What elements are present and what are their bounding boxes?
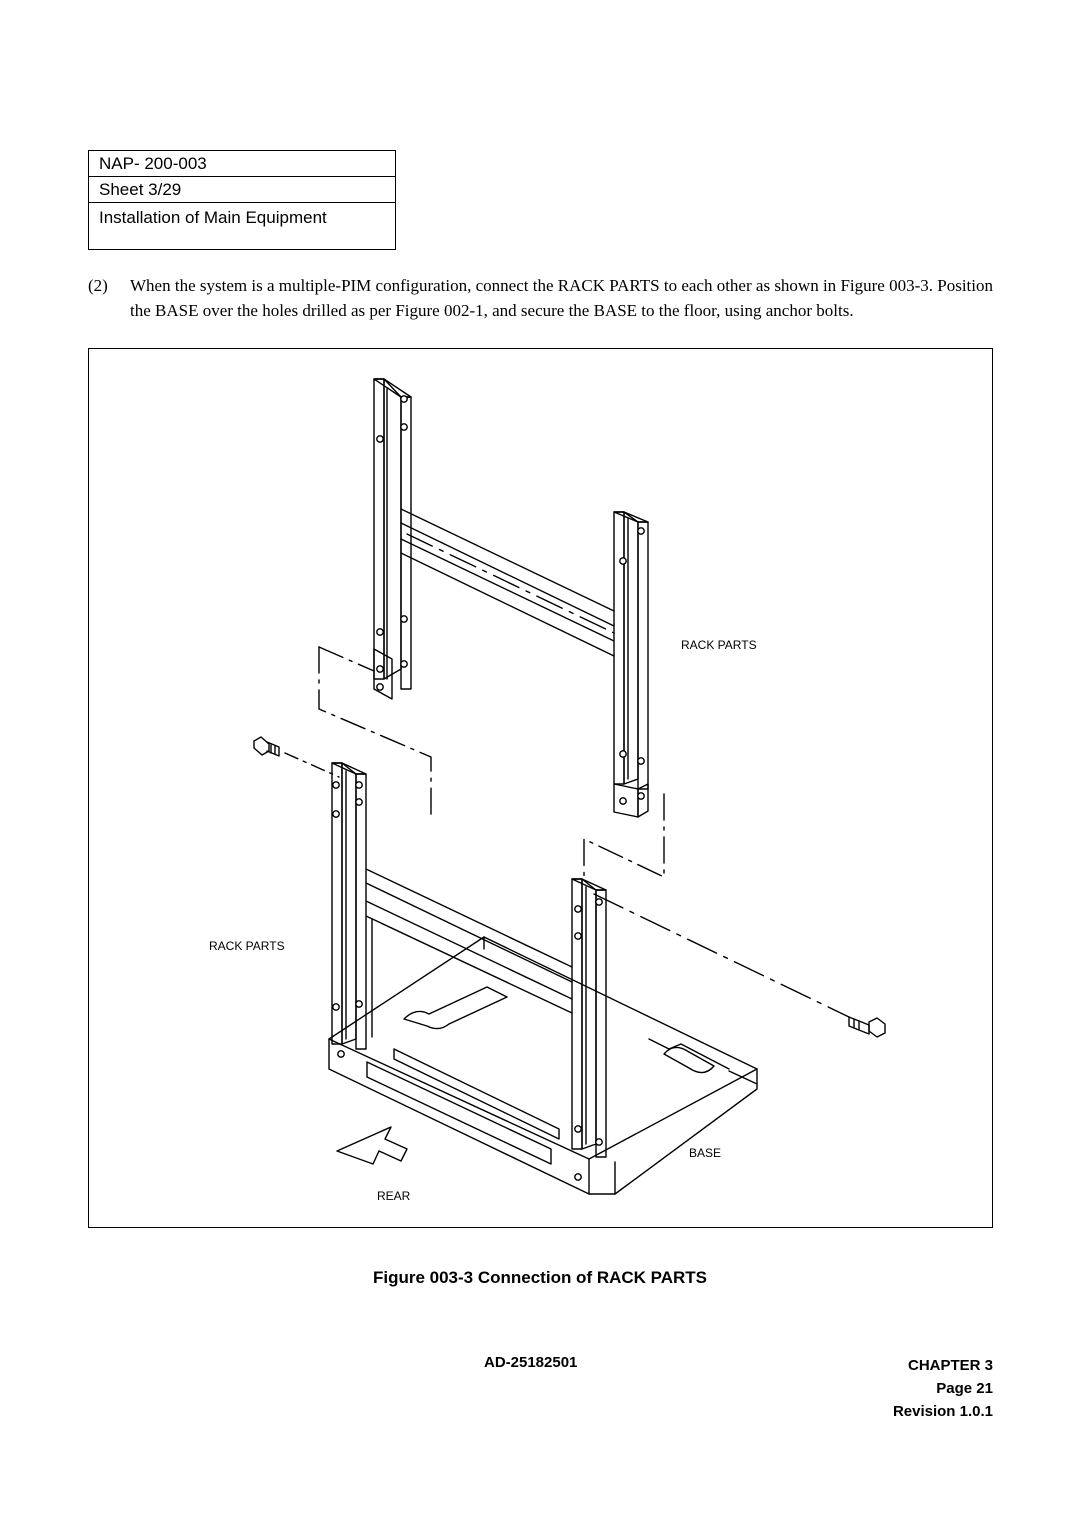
footer-page: Page 21 bbox=[936, 1380, 993, 1397]
label-rack-parts-upper: RACK PARTS bbox=[681, 638, 757, 652]
label-base: BASE bbox=[689, 1146, 721, 1160]
label-rear: REAR bbox=[377, 1189, 411, 1203]
rear-arrow-icon bbox=[336, 1126, 408, 1165]
document-header-box: NAP- 200-003 Sheet 3/29 Installation of … bbox=[88, 150, 396, 250]
figure-frame: RACK PARTS RACK PARTS BASE REAR bbox=[88, 348, 993, 1228]
footer-meta: CHAPTER 3 Page 21 Revision 1.0.1 bbox=[893, 1354, 993, 1423]
upper-rack-part bbox=[373, 378, 649, 818]
footer-revision: Revision 1.0.1 bbox=[892, 1403, 993, 1420]
lower-rack-part bbox=[331, 762, 607, 1181]
rack-parts-diagram: RACK PARTS RACK PARTS BASE REAR bbox=[209, 378, 886, 1203]
footer-doc-id: AD-25182501 bbox=[484, 1354, 578, 1371]
sheet-number: Sheet 3/29 bbox=[89, 177, 395, 203]
paragraph-text: When the system is a multiple-PIM config… bbox=[130, 276, 993, 320]
alignment-guide-right bbox=[583, 793, 665, 880]
paragraph-number: (2) bbox=[88, 276, 108, 295]
label-rack-parts-lower: RACK PARTS bbox=[209, 939, 285, 953]
alignment-guide-left bbox=[318, 646, 432, 818]
bolt-left bbox=[253, 736, 340, 778]
bolt-right bbox=[593, 893, 886, 1038]
section-title: Installation of Main Equipment bbox=[99, 208, 327, 227]
base-frame bbox=[328, 936, 758, 1195]
doc-number: NAP- 200-003 bbox=[89, 151, 395, 177]
figure-caption: Figure 003-3 Connection of RACK PARTS bbox=[372, 1268, 708, 1287]
footer-chapter: CHAPTER 3 bbox=[907, 1357, 993, 1374]
